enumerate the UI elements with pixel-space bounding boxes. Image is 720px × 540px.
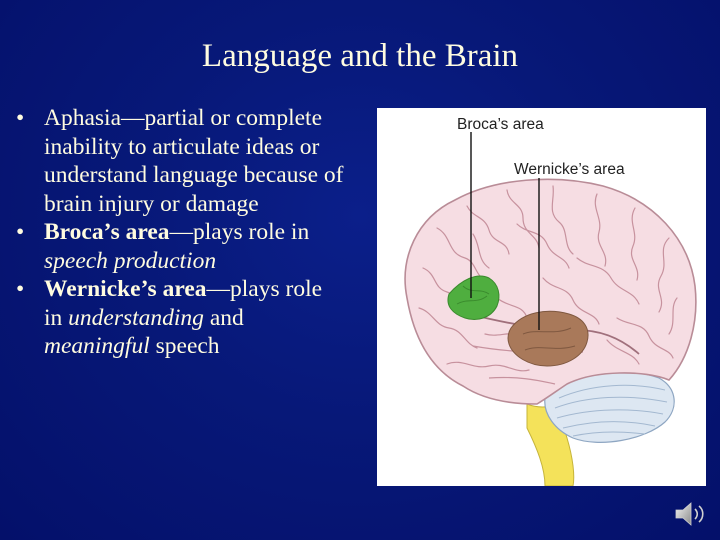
bullet-item-wernicke: • Wernicke’s area—plays role in understan… <box>16 275 346 361</box>
cerebral-cortex <box>404 178 697 405</box>
aphasia-definition: —partial or complete inability to articu… <box>44 105 344 217</box>
speaker-icon-graphic <box>675 502 704 526</box>
term-broca: Broca’s area <box>44 219 170 245</box>
wernickes-area-region <box>507 310 589 367</box>
wernicke-text-mid: and <box>203 304 244 331</box>
term-wernicke: Wernicke’s area <box>44 276 207 302</box>
broca-label: Broca’s area <box>457 116 544 133</box>
bullet-marker: • <box>16 105 25 131</box>
speaker-icon[interactable] <box>674 500 708 528</box>
wernicke-text-end: speech <box>149 333 220 359</box>
brain-diagram: Broca’s area Wernicke’s area <box>377 108 706 486</box>
wernicke-label: Wernicke’s area <box>514 161 625 178</box>
brain-illustration: Broca’s area Wernicke’s area <box>404 116 697 486</box>
wernicke-emphasis-2: meaningful <box>44 333 150 359</box>
broca-emphasis: speech production <box>44 247 217 274</box>
brocas-area-region <box>447 275 500 320</box>
bullet-marker: • <box>16 276 25 302</box>
bullet-item-broca: • Broca’s area—plays role in speech produ… <box>16 218 346 275</box>
bullet-list: • Aphasia—partial or complete inability t… <box>16 104 346 361</box>
bullet-item-aphasia: • Aphasia—partial or complete inability t… <box>16 104 346 218</box>
slide-title: Language and the Brain <box>201 38 519 74</box>
wernicke-emphasis-1: understanding <box>68 304 204 331</box>
term-aphasia: Aphasia <box>44 105 122 131</box>
wernicke-text: —plays role in <box>44 276 323 331</box>
broca-text: —plays role in <box>169 219 310 245</box>
bullet-marker: • <box>16 219 25 245</box>
